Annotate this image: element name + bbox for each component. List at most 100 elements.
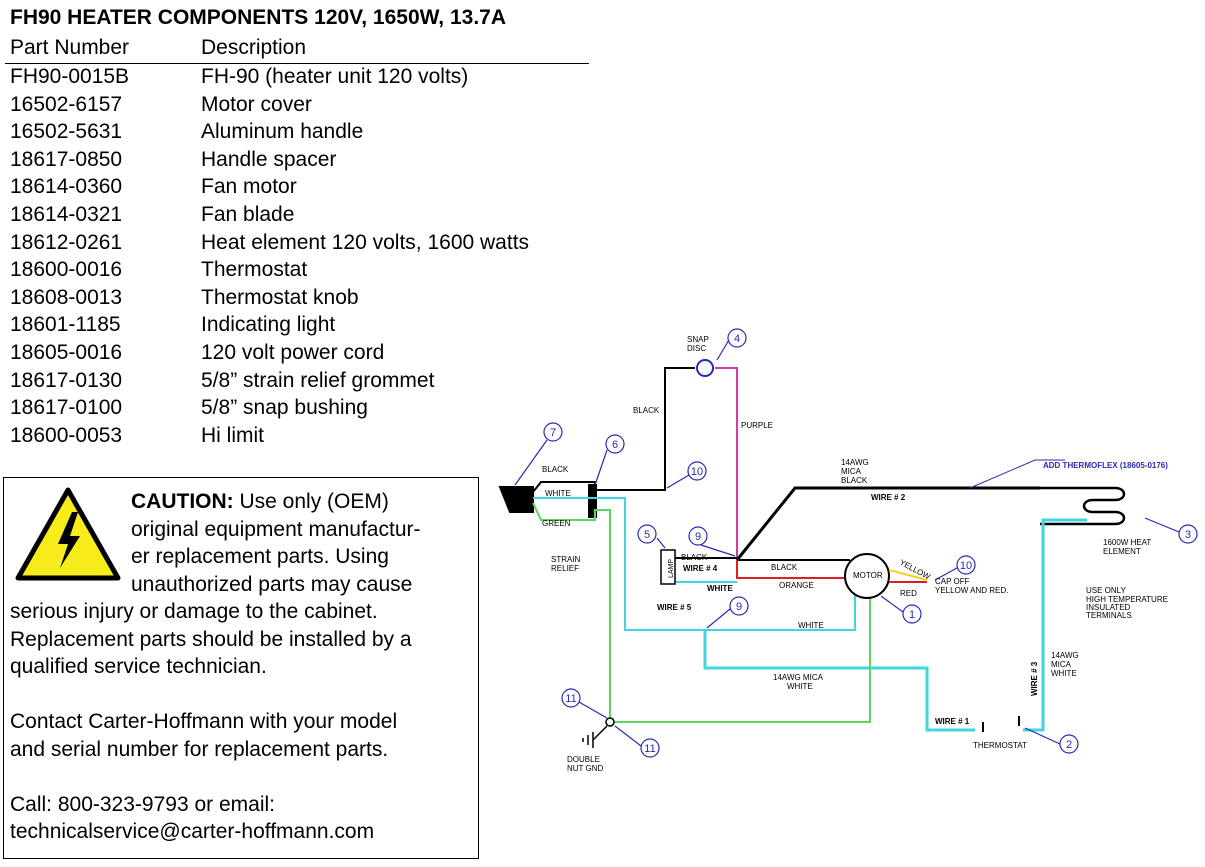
wire-gauge-label: 14AWG	[1051, 651, 1079, 660]
caution-line: serious injury or damage to the cabinet.	[10, 600, 378, 623]
callout-number: 9	[695, 531, 701, 543]
high-voltage-warning-icon	[15, 487, 121, 581]
part-number: 18605-0016	[10, 340, 123, 364]
caution-line: Replacement parts should be installed by…	[10, 628, 412, 651]
contact-line: and serial number for replacement parts.	[10, 738, 389, 761]
part-number: 16502-6157	[10, 92, 123, 116]
callouts	[514, 328, 1198, 758]
part-number: 18617-0850	[10, 147, 123, 171]
part-number: 18601-1185	[10, 313, 121, 337]
terminal-note: INSULATED	[1086, 603, 1131, 612]
caution-line: original equipment manufactur-	[131, 518, 421, 541]
callout-leader	[666, 474, 690, 489]
ground-label: NUT GND	[567, 764, 604, 773]
wire-label-red: RED	[900, 589, 917, 598]
wire-number-label: WIRE # 2	[871, 493, 906, 502]
part-description: Indicating light	[201, 313, 336, 337]
callout-bubble	[729, 596, 749, 616]
wire-number-label: WIRE # 4	[683, 564, 718, 573]
wire-purple	[715, 367, 738, 560]
part-number: 18612-0261	[10, 230, 123, 254]
part-number: 18600-0053	[10, 423, 123, 447]
callout-leader	[716, 339, 730, 361]
part-description: Hi limit	[201, 423, 264, 447]
column-header-part-number: Part Number	[10, 36, 130, 59]
part-description: Heat element 120 volts, 1600 watts	[201, 230, 530, 254]
cord-label-black: BLACK	[542, 465, 569, 474]
callout-bubble	[687, 461, 707, 481]
callout-leader	[880, 595, 904, 613]
cord-label-white: WHITE	[545, 489, 571, 498]
heat-element-label: ELEMENT	[1103, 547, 1141, 556]
ground-nut	[605, 717, 615, 727]
wire-label-black: BLACK	[771, 563, 798, 572]
caution-line: qualified service technician.	[10, 655, 267, 678]
callout-number: 6	[612, 439, 618, 451]
callout-bubble	[561, 688, 581, 708]
part-number: 18617-0130	[10, 368, 123, 392]
contact-line: Contact Carter-Hoffmann with your model	[10, 710, 398, 733]
callout-number: 5	[644, 529, 650, 541]
part-description: Fan blade	[201, 202, 295, 226]
callout-bubble	[956, 555, 976, 575]
strain-relief	[588, 484, 597, 518]
ground-lead	[592, 725, 608, 741]
callout-leader	[1144, 517, 1180, 533]
wire-yellow	[888, 569, 928, 581]
callout-leader	[934, 567, 958, 581]
wire-number-label: WIRE # 1	[935, 717, 970, 726]
callout-number: 1	[909, 609, 915, 621]
callout-number: 2	[1066, 739, 1072, 751]
callout-leader	[656, 537, 666, 549]
terminal-note: HIGH TEMPERATURE	[1086, 595, 1168, 604]
callout-number: 10	[691, 466, 703, 478]
table-row: 18612-0261 Heat element 120 volts, 1600 w…	[0, 230, 600, 258]
wire-number-label: WIRE # 5	[657, 603, 692, 612]
indicating-lamp	[660, 549, 676, 585]
cap-off-note: YELLOW AND RED.	[935, 586, 1008, 595]
wire-gauge-label: MICA	[1051, 660, 1072, 669]
terminal-note: USE ONLY	[1086, 586, 1127, 595]
part-number: 16502-5631	[10, 120, 123, 144]
part-number: 18617-0100	[10, 396, 123, 420]
caution-line: unauthorized parts may cause	[131, 573, 413, 596]
caution-label: CAUTION:	[131, 490, 234, 513]
column-header-description: Description	[201, 36, 307, 59]
wire-label-black: BLACK	[681, 553, 708, 562]
callout-bubble	[1178, 524, 1198, 544]
callout-bubble	[902, 604, 922, 624]
snap-disc-label: DISC	[687, 344, 706, 353]
wire-label-white: WHITE	[798, 621, 824, 630]
wire-gauge-label: WHITE	[1051, 669, 1077, 678]
part-description: Handle spacer	[201, 147, 337, 171]
table-title: FH90 HEATER COMPONENTS 120V, 1650W, 13.7…	[10, 6, 507, 29]
callout-bubble	[688, 526, 708, 546]
wire-3-white	[1023, 518, 1087, 732]
wire-gauge-label: MICA	[841, 467, 862, 476]
wire-gauge-label: WHITE	[787, 682, 813, 691]
table-row: 18617-0850 Handle spacer	[0, 147, 600, 175]
power-cord-plug	[498, 486, 534, 513]
wires	[498, 359, 1126, 748]
part-number: 18614-0360	[10, 175, 123, 199]
part-description: Fan motor	[201, 175, 297, 199]
callout-number: 11	[644, 743, 655, 755]
callout-bubble	[637, 524, 657, 544]
caution-line: CAUTION: Use only (OEM)	[131, 490, 389, 513]
thermoflex-leader	[969, 459, 1065, 489]
wire-gauge-label: 14AWG	[841, 458, 869, 467]
cord-label-green: GREEN	[542, 519, 571, 528]
caution-box	[3, 477, 479, 859]
callout-leader	[706, 608, 731, 629]
callout-leader	[594, 449, 608, 486]
wiring-diagram: 4 7 6 10 5 9 10 1 9 3 2 11 11 SNAP DISC …	[498, 328, 1198, 773]
wire-label-orange: ORANGE	[779, 581, 814, 590]
callout-number: 4	[734, 333, 740, 345]
heat-element-coil	[1040, 486, 1126, 526]
